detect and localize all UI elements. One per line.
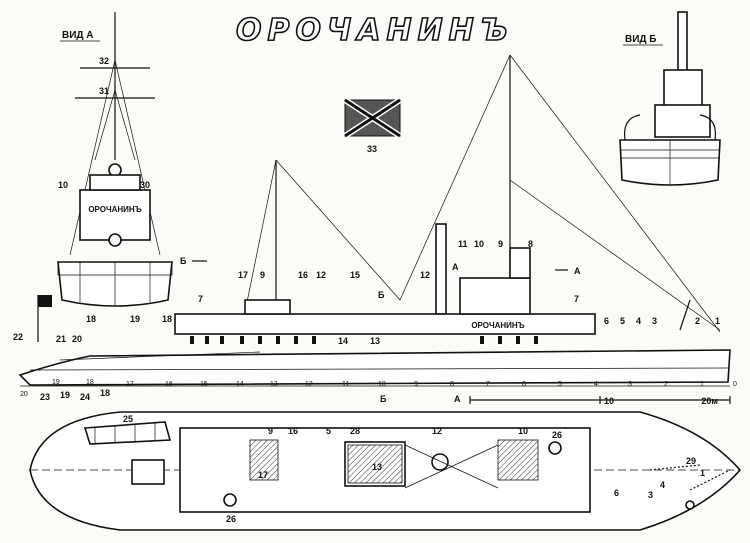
svg-text:13: 13	[372, 462, 382, 472]
svg-text:12: 12	[316, 270, 326, 280]
svg-text:22: 22	[13, 332, 23, 342]
svg-text:14: 14	[236, 381, 244, 388]
svg-text:8: 8	[528, 239, 533, 249]
svg-text:3: 3	[648, 490, 653, 500]
svg-text:4: 4	[660, 480, 665, 490]
svg-text:9: 9	[268, 426, 273, 436]
svg-text:Б: Б	[378, 290, 385, 300]
svg-text:31: 31	[99, 86, 109, 96]
svg-text:5: 5	[326, 426, 331, 436]
view-a-label: ВИД А	[62, 30, 94, 41]
svg-text:3: 3	[628, 381, 632, 388]
profile-hull-name: ОРОЧАНИНЪ	[471, 321, 524, 330]
drawing-title: ОРОЧАНИНЪ	[236, 13, 514, 48]
svg-text:10: 10	[518, 426, 528, 436]
svg-text:1: 1	[700, 468, 705, 478]
svg-text:17: 17	[126, 381, 134, 388]
svg-text:5: 5	[620, 316, 625, 326]
svg-text:9: 9	[498, 239, 503, 249]
svg-text:12: 12	[420, 270, 430, 280]
naval-jack-flag: 33	[343, 97, 402, 154]
svg-text:9: 9	[260, 270, 265, 280]
svg-text:29: 29	[686, 456, 696, 466]
view-b-label: ВИД Б	[625, 34, 657, 45]
svg-text:6: 6	[614, 488, 619, 498]
svg-text:1: 1	[700, 381, 704, 388]
svg-text:26: 26	[552, 430, 562, 440]
svg-text:А: А	[454, 394, 461, 404]
svg-text:19: 19	[52, 379, 60, 386]
svg-text:А: А	[574, 266, 581, 276]
svg-text:6: 6	[522, 381, 526, 388]
svg-text:26: 26	[226, 514, 236, 524]
svg-text:19: 19	[130, 314, 140, 324]
svg-text:25: 25	[123, 414, 133, 424]
svg-text:16: 16	[288, 426, 298, 436]
svg-text:10: 10	[474, 239, 484, 249]
svg-text:15: 15	[350, 270, 360, 280]
scale-mark: 20м	[701, 396, 718, 406]
view-b: ВИД Б	[619, 11, 721, 186]
svg-text:4: 4	[594, 381, 598, 388]
svg-text:6: 6	[604, 316, 609, 326]
svg-text:10: 10	[378, 381, 386, 388]
svg-text:16: 16	[165, 381, 173, 388]
view-a: ВИД А 32 31 ОРОЧАНИНЪ 10 30	[57, 12, 173, 307]
svg-text:1: 1	[715, 316, 720, 326]
svg-text:А: А	[452, 262, 459, 272]
flag-number: 33	[367, 144, 377, 154]
svg-text:12: 12	[432, 426, 442, 436]
svg-text:17: 17	[258, 470, 268, 480]
svg-text:13: 13	[370, 336, 380, 346]
svg-text:2: 2	[695, 316, 700, 326]
svg-text:11: 11	[342, 381, 349, 388]
svg-text:20: 20	[20, 391, 28, 398]
svg-text:21: 21	[56, 334, 66, 344]
svg-text:18: 18	[86, 314, 96, 324]
plan-view: 25 9 16 5 28 12 10 26 17 13 26 29 4 6 3 1	[29, 411, 742, 531]
svg-text:14: 14	[338, 336, 348, 346]
svg-text:15: 15	[200, 381, 208, 388]
svg-text:23: 23	[40, 392, 50, 402]
svg-text:32: 32	[99, 56, 109, 66]
svg-text:2: 2	[664, 381, 668, 388]
svg-text:5: 5	[558, 381, 562, 388]
svg-text:4: 4	[636, 316, 641, 326]
svg-text:10: 10	[58, 180, 68, 190]
svg-text:3: 3	[652, 316, 657, 326]
svg-text:20: 20	[72, 334, 82, 344]
svg-text:17: 17	[238, 270, 248, 280]
svg-text:0: 0	[733, 381, 737, 388]
svg-text:18: 18	[86, 379, 94, 386]
svg-text:28: 28	[350, 426, 360, 436]
svg-text:7: 7	[574, 294, 579, 304]
view-a-hull-name: ОРОЧАНИНЪ	[88, 205, 141, 214]
svg-text:18: 18	[100, 388, 110, 398]
svg-text:Б: Б	[380, 394, 387, 404]
svg-text:7: 7	[198, 294, 203, 304]
svg-text:18: 18	[162, 314, 172, 324]
svg-text:7: 7	[486, 381, 490, 388]
svg-text:11: 11	[458, 239, 468, 249]
svg-text:30: 30	[140, 180, 150, 190]
svg-text:16: 16	[298, 270, 308, 280]
svg-text:19: 19	[60, 390, 70, 400]
svg-text:24: 24	[80, 392, 90, 402]
svg-text:10: 10	[604, 396, 614, 406]
svg-text:12: 12	[305, 381, 313, 388]
svg-text:13: 13	[270, 381, 278, 388]
svg-text:8: 8	[450, 381, 454, 388]
svg-text:9: 9	[414, 381, 418, 388]
svg-text:Б: Б	[180, 256, 187, 266]
